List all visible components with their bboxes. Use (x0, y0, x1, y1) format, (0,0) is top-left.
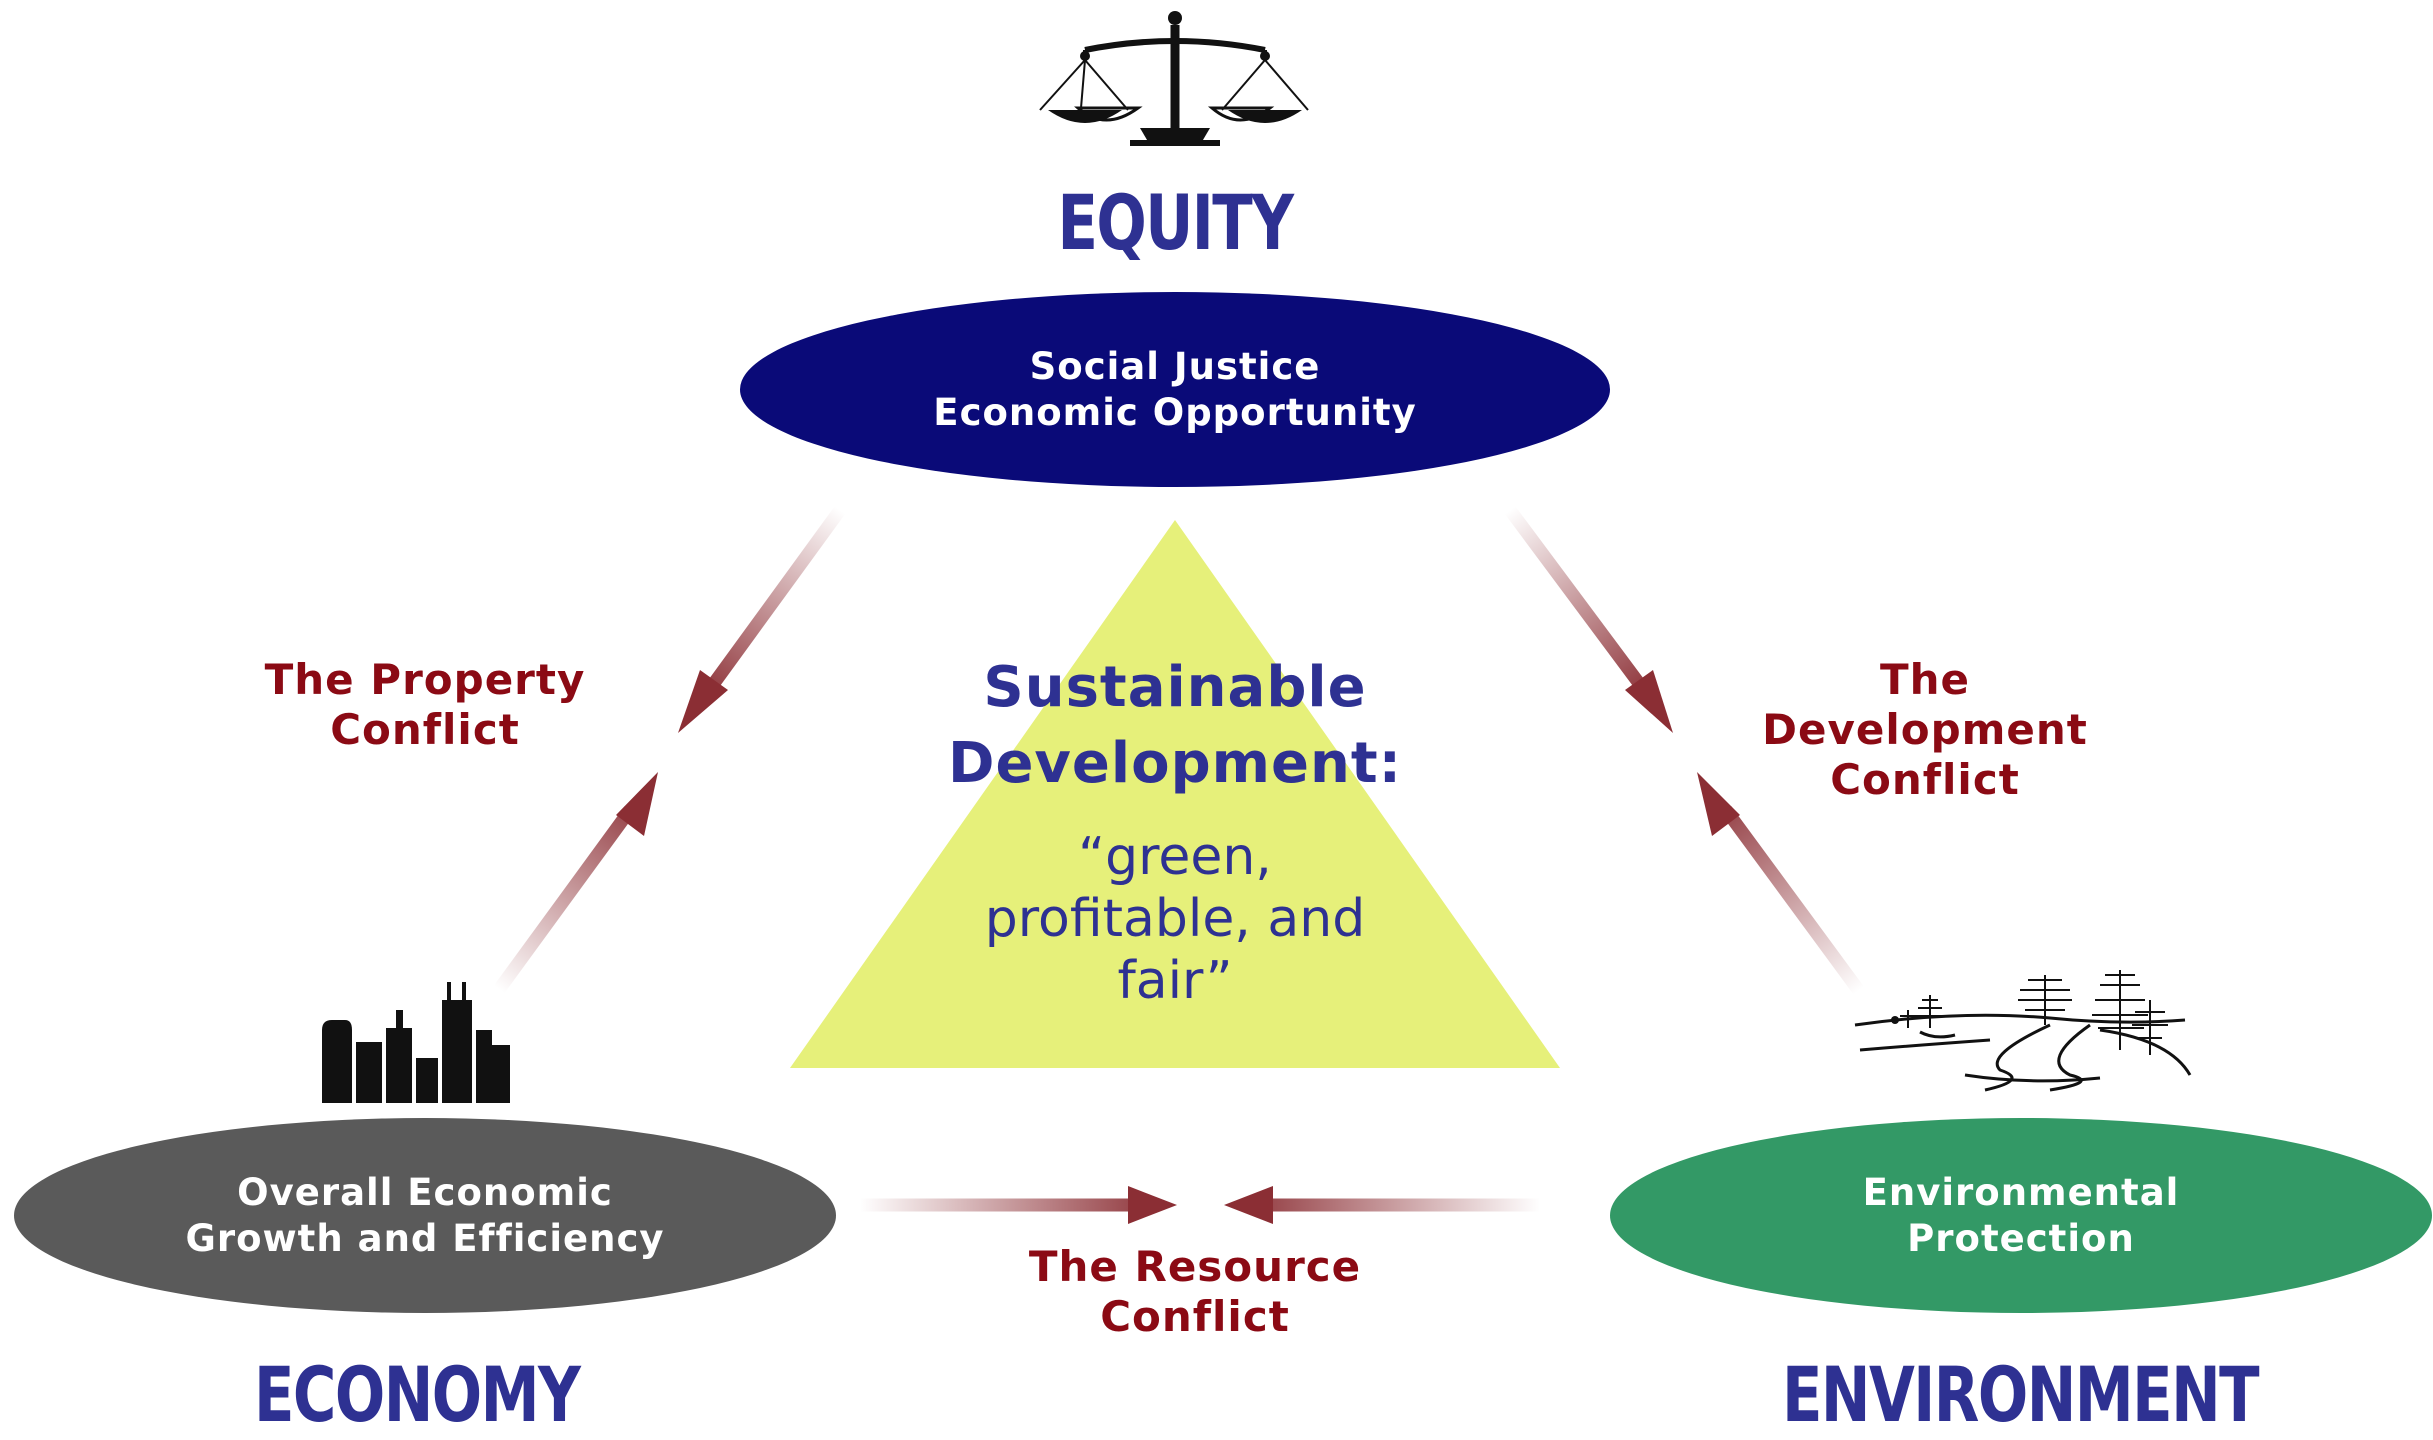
property-conflict-line1: The Property (264, 655, 586, 704)
equity-oval: Social Justice Economic Opportunity (740, 292, 1610, 487)
economy-oval-line1: Overall Economic (237, 1170, 613, 1214)
development-conflict-line3: Conflict (1830, 755, 2020, 804)
center-title: Sustainable Development: (830, 650, 1520, 802)
center-quote-line3: fair” (1117, 951, 1233, 1011)
economy-oval: Overall Economic Growth and Efficiency (14, 1118, 836, 1313)
development-arrow-up (1697, 772, 1868, 999)
equity-heading: EQUITY (1057, 178, 1294, 267)
development-arrow-down (1504, 506, 1673, 733)
skyline-icon (322, 982, 510, 1103)
development-conflict-line2: Development (1762, 705, 2088, 754)
scales-icon (1039, 11, 1309, 146)
resource-conflict-line2: Conflict (1100, 1292, 1290, 1341)
resource-arrow-left (1224, 1186, 1545, 1224)
center-title-line2: Development: (947, 731, 1403, 796)
resource-conflict-line1: The Resource (1028, 1242, 1362, 1291)
property-conflict-label: The Property Conflict (210, 655, 640, 755)
resource-arrow-right (855, 1186, 1177, 1224)
environment-heading: ENVIRONMENT (1781, 1350, 2260, 1439)
environment-oval-line2: Protection (1907, 1216, 2135, 1260)
equity-oval-line2: Economic Opportunity (933, 390, 1417, 434)
development-conflict-line1: The (1879, 655, 1971, 704)
economy-heading: ECONOMY (254, 1350, 581, 1439)
economy-oval-line2: Growth and Efficiency (185, 1216, 665, 1260)
resource-conflict-label: The Resource Conflict (980, 1242, 1410, 1342)
equity-oval-line1: Social Justice (1029, 344, 1321, 388)
landscape-icon (1854, 970, 2192, 1092)
property-conflict-line2: Conflict (330, 705, 520, 754)
center-quote-line2: profitable, and (984, 889, 1366, 949)
center-quote-line1: “green, (1078, 827, 1272, 887)
development-conflict-label: The Development Conflict (1710, 655, 2140, 805)
property-arrow-down (678, 506, 846, 733)
environment-oval: Environmental Protection (1610, 1118, 2432, 1313)
center-quote: “green, profitable, and fair” (880, 826, 1470, 1012)
center-triangle (790, 520, 1560, 1068)
property-arrow-up (489, 772, 658, 999)
center-title-line1: Sustainable (983, 655, 1367, 720)
environment-oval-line1: Environmental (1862, 1170, 2180, 1214)
